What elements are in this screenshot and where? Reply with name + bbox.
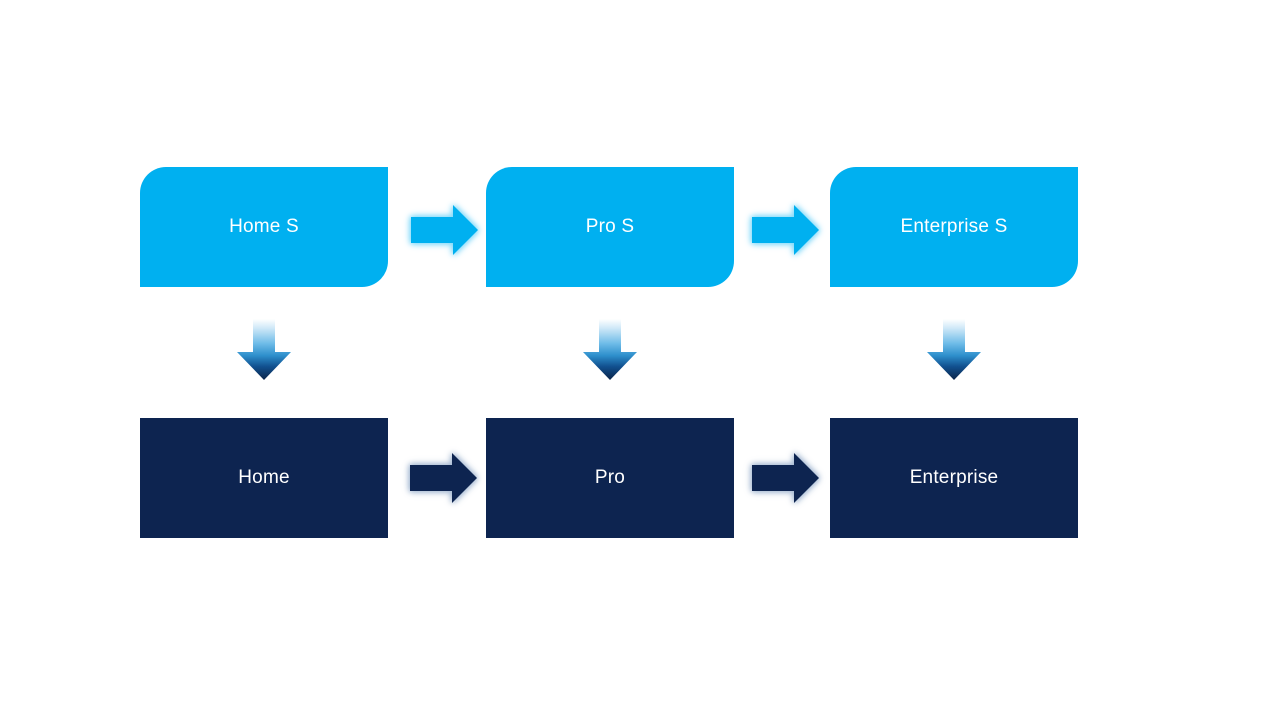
process-box-label: Enterprise	[909, 467, 999, 488]
process-box-label: Pro S	[585, 216, 635, 237]
process-box-enterprise: Enterprise	[830, 418, 1078, 538]
process-box-home-s: Home S	[140, 167, 388, 287]
down-arrow-icon	[583, 319, 637, 380]
right-arrow-icon	[752, 204, 820, 256]
process-box-label: Home	[238, 467, 290, 488]
down-arrow-icon	[237, 319, 291, 380]
right-arrow-icon	[411, 204, 479, 256]
process-box-home: Home	[140, 418, 388, 538]
down-arrow-icon	[927, 319, 981, 380]
process-box-pro: Pro	[486, 418, 734, 538]
process-box-label: Enterprise S	[900, 216, 1008, 237]
process-box-pro-s: Pro S	[486, 167, 734, 287]
process-box-enterprise-s: Enterprise S	[830, 167, 1078, 287]
right-arrow-icon	[752, 452, 820, 504]
process-box-label: Pro	[594, 467, 626, 488]
right-arrow-icon	[410, 452, 478, 504]
process-box-label: Home S	[229, 216, 299, 237]
